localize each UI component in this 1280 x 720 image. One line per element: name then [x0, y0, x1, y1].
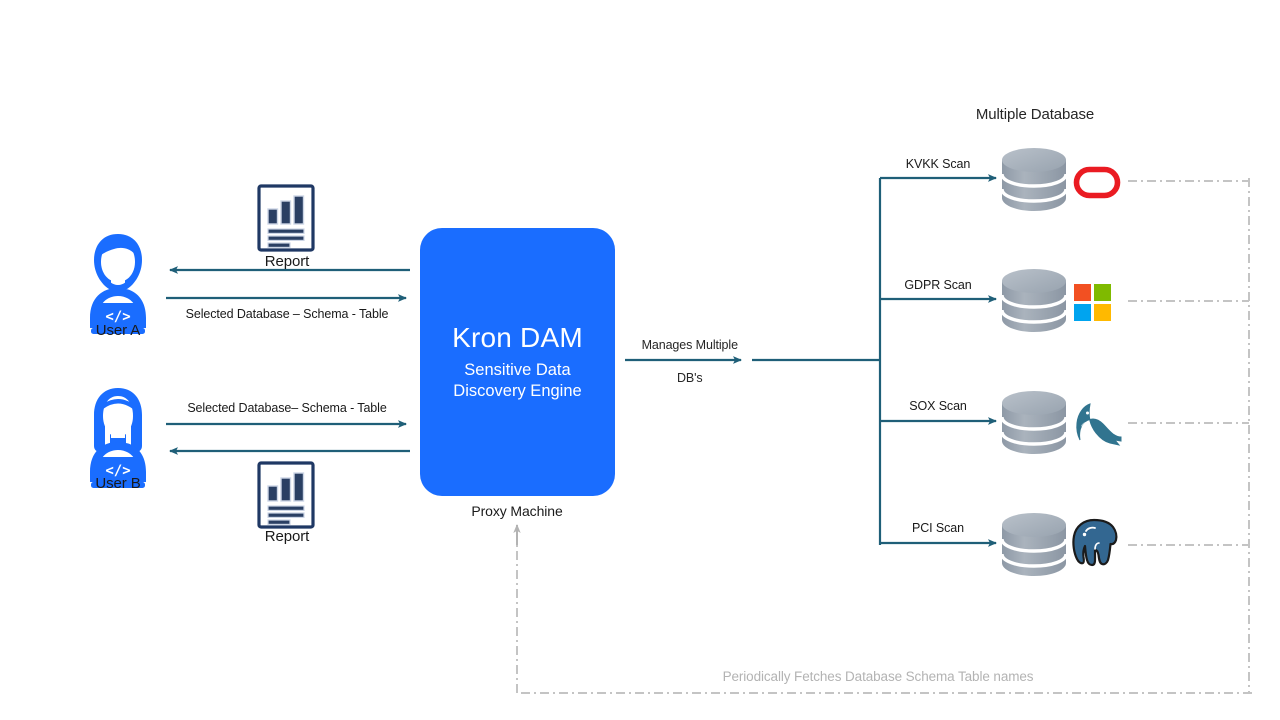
database-cylinder-icon — [1000, 148, 1068, 211]
feedback-loop-label: Periodically Fetches Database Schema Tab… — [722, 669, 1034, 684]
kron-dam-title: Kron DAM — [452, 321, 583, 353]
scan-label-gdpr: GDPR Scan — [904, 278, 972, 292]
report-chart-icon — [257, 461, 315, 529]
user-a-report-label: Report — [264, 253, 310, 270]
kron-dam-subtitle-line1: Sensitive Data — [464, 360, 571, 379]
user-b-request-label: Selected Database– Schema - Table — [187, 401, 387, 415]
oracle-logo-icon — [1073, 166, 1121, 199]
database-cylinder-icon — [1000, 513, 1068, 576]
scan-label-kvkk: KVKK Scan — [905, 157, 971, 171]
report-chart-icon — [257, 184, 315, 252]
database-cylinder-icon — [1000, 391, 1068, 454]
database-cylinder-icon — [1000, 269, 1068, 332]
proxy-machine-caption: Proxy Machine — [471, 503, 563, 519]
kron-dam-box[interactable]: Kron DAM Sensitive Data Discovery Engine — [420, 228, 615, 496]
multiple-database-title: Multiple Database — [975, 106, 1095, 123]
mysql-dolphin-icon — [1076, 403, 1122, 446]
feedback-loop-path — [516, 178, 1252, 694]
user-a-avatar-icon: </> — [90, 234, 146, 334]
scan-label-pci: PCI Scan — [911, 521, 965, 535]
user-b-avatar-icon: </> — [90, 388, 146, 488]
user-a-request-label: Selected Database – Schema - Table — [185, 307, 389, 321]
user-b-label: User B — [95, 475, 141, 492]
manages-multiple-dbs-label: Manages Multiple DB's — [628, 321, 738, 402]
manages-line-1: Manages Multiple — [641, 338, 738, 353]
user-b-report-label: Report — [264, 528, 310, 545]
manages-line-2: DB's — [676, 370, 703, 385]
microsoft-logo-icon — [1074, 284, 1111, 321]
postgresql-elephant-icon — [1072, 518, 1118, 567]
kron-dam-subtitle-line2: Discovery Engine — [453, 382, 582, 400]
scan-label-sox: SOX Scan — [909, 399, 967, 413]
user-a-label: User A — [95, 322, 141, 339]
